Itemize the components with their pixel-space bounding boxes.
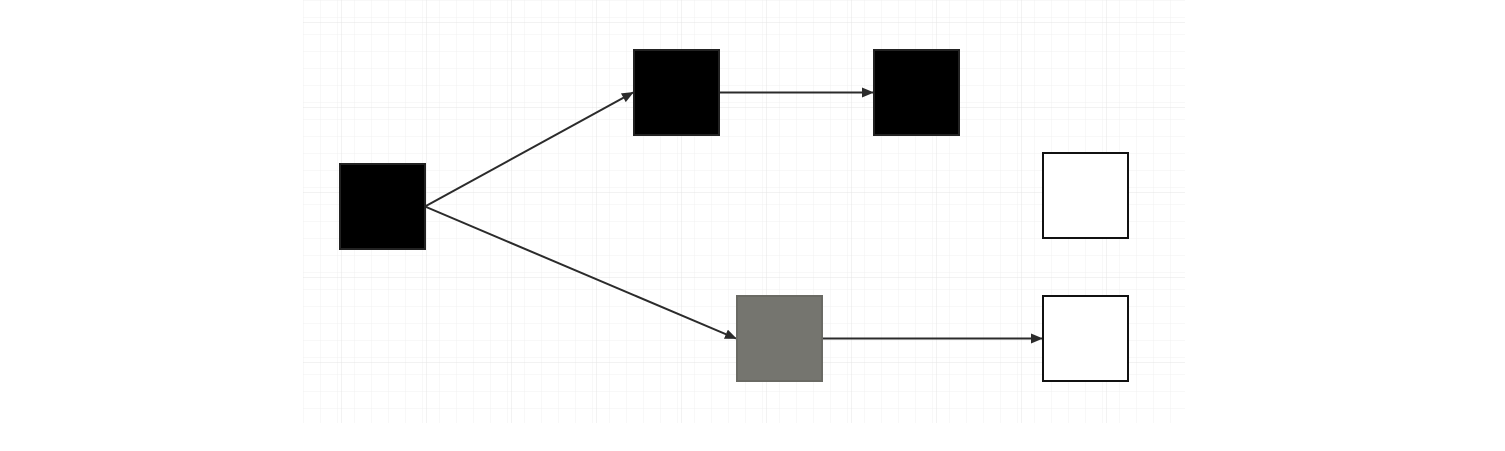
node-c-box[interactable]	[873, 49, 960, 136]
node-d-box[interactable]	[1042, 152, 1129, 239]
node-f-box[interactable]	[1042, 295, 1129, 382]
edges-layer	[424, 87, 1043, 344]
edge-node-a-to-node-b[interactable]	[424, 91, 634, 208]
node-a-box[interactable]	[339, 163, 426, 250]
nodes-layer	[339, 49, 1129, 382]
node-e-box[interactable]	[736, 295, 823, 382]
edge-node-a-to-node-e[interactable]	[424, 205, 737, 340]
node-b-box[interactable]	[633, 49, 720, 136]
